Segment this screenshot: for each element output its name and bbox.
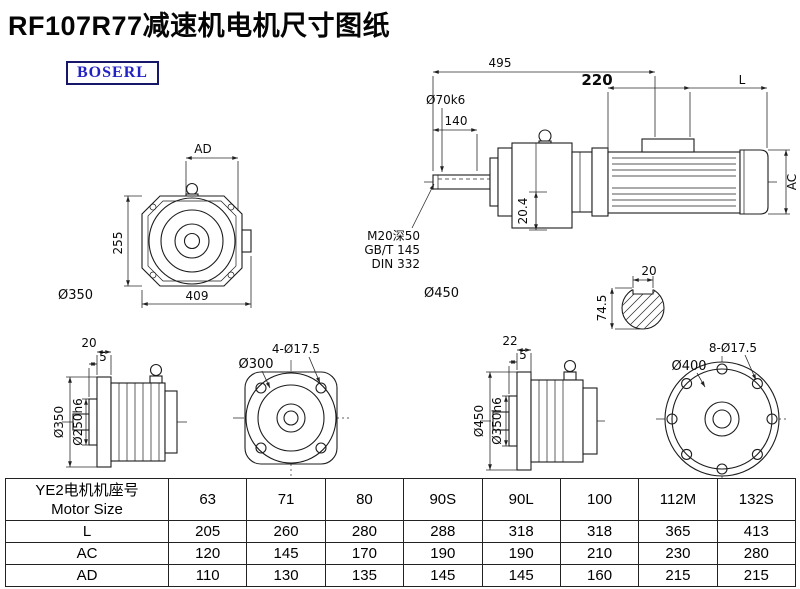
table-cell: 260 [246,520,326,543]
table-cell: 190 [481,542,561,565]
dim-spigot-label: 5 [519,348,527,362]
table-header-cell: 90L [481,478,561,521]
housing-fins [538,380,564,462]
housing-diameter-label: Ø350 [58,288,93,303]
housing-fins [118,383,160,461]
motor-size-table: YE2电机机座号 Motor Size 63 71 80 90S 90L 100… [5,478,797,587]
table-cell: 318 [559,520,640,543]
lifting-eye-icon [149,363,163,377]
spigot-dia-label: Ø250h6 [71,398,85,446]
dim-L-label: L [739,73,746,87]
lifting-eye-icon [185,182,199,196]
page-title: RF107R77减速机电机尺寸图纸 [8,11,391,41]
table-cell: 110 [167,564,248,587]
bolt-holes-label: 8-Ø17.5 [709,341,757,355]
shaft-keyway-section: 20 74.5 [595,264,665,330]
flange-od-label: Ø350 [52,406,66,438]
gear-unit-side-view-b5-large: 22 5 Ø450 Ø350h6 [472,334,605,471]
boserl-logo: BOSERL [66,61,159,85]
dim-140-label: 140 [445,114,468,128]
bolt-holes-label: 4-Ø17.5 [272,342,320,356]
table-cell: 215 [716,564,797,587]
table-cell: 135 [324,564,405,587]
lifting-eye-icon [538,129,552,143]
table-cell: 365 [638,520,718,543]
bolt-circle-label: Ø300 [238,357,273,372]
header-label-cn: YE2电机机座号 [35,481,139,499]
table-cell: 318 [481,520,561,543]
dim-ac-label: AC [785,174,799,190]
table-cell: 413 [716,520,797,543]
technical-drawing: AD 255 409 Ø350 [52,56,799,478]
table-header-cell: 90S [403,478,483,521]
table-header-cell: 71 [246,478,326,521]
flange-od-label: Ø450 [472,405,486,437]
dim-keyheight-label: 74.5 [595,295,609,322]
dim-flange-thickness-label: 22 [502,334,517,348]
table-row-L: L 205 260 280 288 318 318 365 413 [5,520,797,543]
dim-flange-thickness-label: 20 [81,336,96,350]
table-cell: 280 [716,542,797,565]
table-cell: 288 [403,520,483,543]
table-cell: 170 [324,542,405,565]
table-cell: 215 [638,564,718,587]
gear-unit-side-view-b5-small: 20 5 Ø350 Ø250h6 [52,336,188,468]
motor-fins [612,157,736,207]
dim-spigot-label: 5 [99,350,107,364]
spigot-dia-label: Ø350h6 [490,397,504,445]
logo-text: BOSERL [77,64,148,81]
thread-spec-line1: M20深50 [367,229,420,243]
dim-ad-label: AD [194,142,211,156]
table-row-AD: AD 110 130 135 145 145 160 215 215 [5,564,797,587]
thread-spec-line2: GB/T 145 [364,243,420,257]
dim-255-label: 255 [111,232,125,255]
table-cell: 130 [246,564,326,587]
row-label: AC [5,542,169,565]
lifting-eye-icon [563,359,577,373]
table-cell: 145 [403,564,483,587]
thread-spec-line3: DIN 332 [372,257,420,271]
gearbox-front-view: AD 255 409 Ø350 [58,142,252,308]
dim-220-label: 220 [581,71,612,89]
bolt-circle-label: Ø400 [671,359,706,374]
flange-diameter-label: Ø450 [424,286,459,301]
table-header-motor-size: YE2电机机座号 Motor Size [5,478,169,521]
table-cell: 280 [324,520,405,543]
table-cell: 120 [167,542,248,565]
fan-cover [739,149,769,215]
row-label: AD [5,564,169,587]
shaft-diameter-label: Ø70k6 [426,93,465,107]
dim-keywidth-label: 20 [641,264,656,278]
terminal-box [641,138,695,153]
table-header-cell: 80 [324,478,405,521]
header-label-en: Motor Size [51,500,123,518]
table-cell: 210 [559,542,640,565]
assembly-side-view: 495 140 Ø70k6 220 L AC 20.4 [364,56,799,301]
table-row-AC: AC 120 145 170 190 190 210 230 280 [5,542,797,565]
dim-409-label: 409 [186,289,209,303]
table-cell: 145 [481,564,561,587]
table-cell: 205 [167,520,248,543]
table-header-cell: 63 [167,478,248,521]
table-cell: 230 [638,542,718,565]
flange-front-view-large: 8-Ø17.5 Ø400 [656,341,788,478]
dim-495-label: 495 [489,56,512,70]
table-header-cell: 100 [559,478,640,521]
flange-front-view-small: 4-Ø17.5 Ø300 [233,342,349,476]
row-label: L [5,520,169,543]
table-header-cell: 112M [638,478,718,521]
dim-keyway-label: 20.4 [516,198,530,225]
table-header-cell: 132S [716,478,797,521]
table-cell: 190 [403,542,483,565]
table-cell: 160 [559,564,640,587]
table-cell: 145 [246,542,326,565]
table-header-row: YE2电机机座号 Motor Size 63 71 80 90S 90L 100… [5,478,797,521]
